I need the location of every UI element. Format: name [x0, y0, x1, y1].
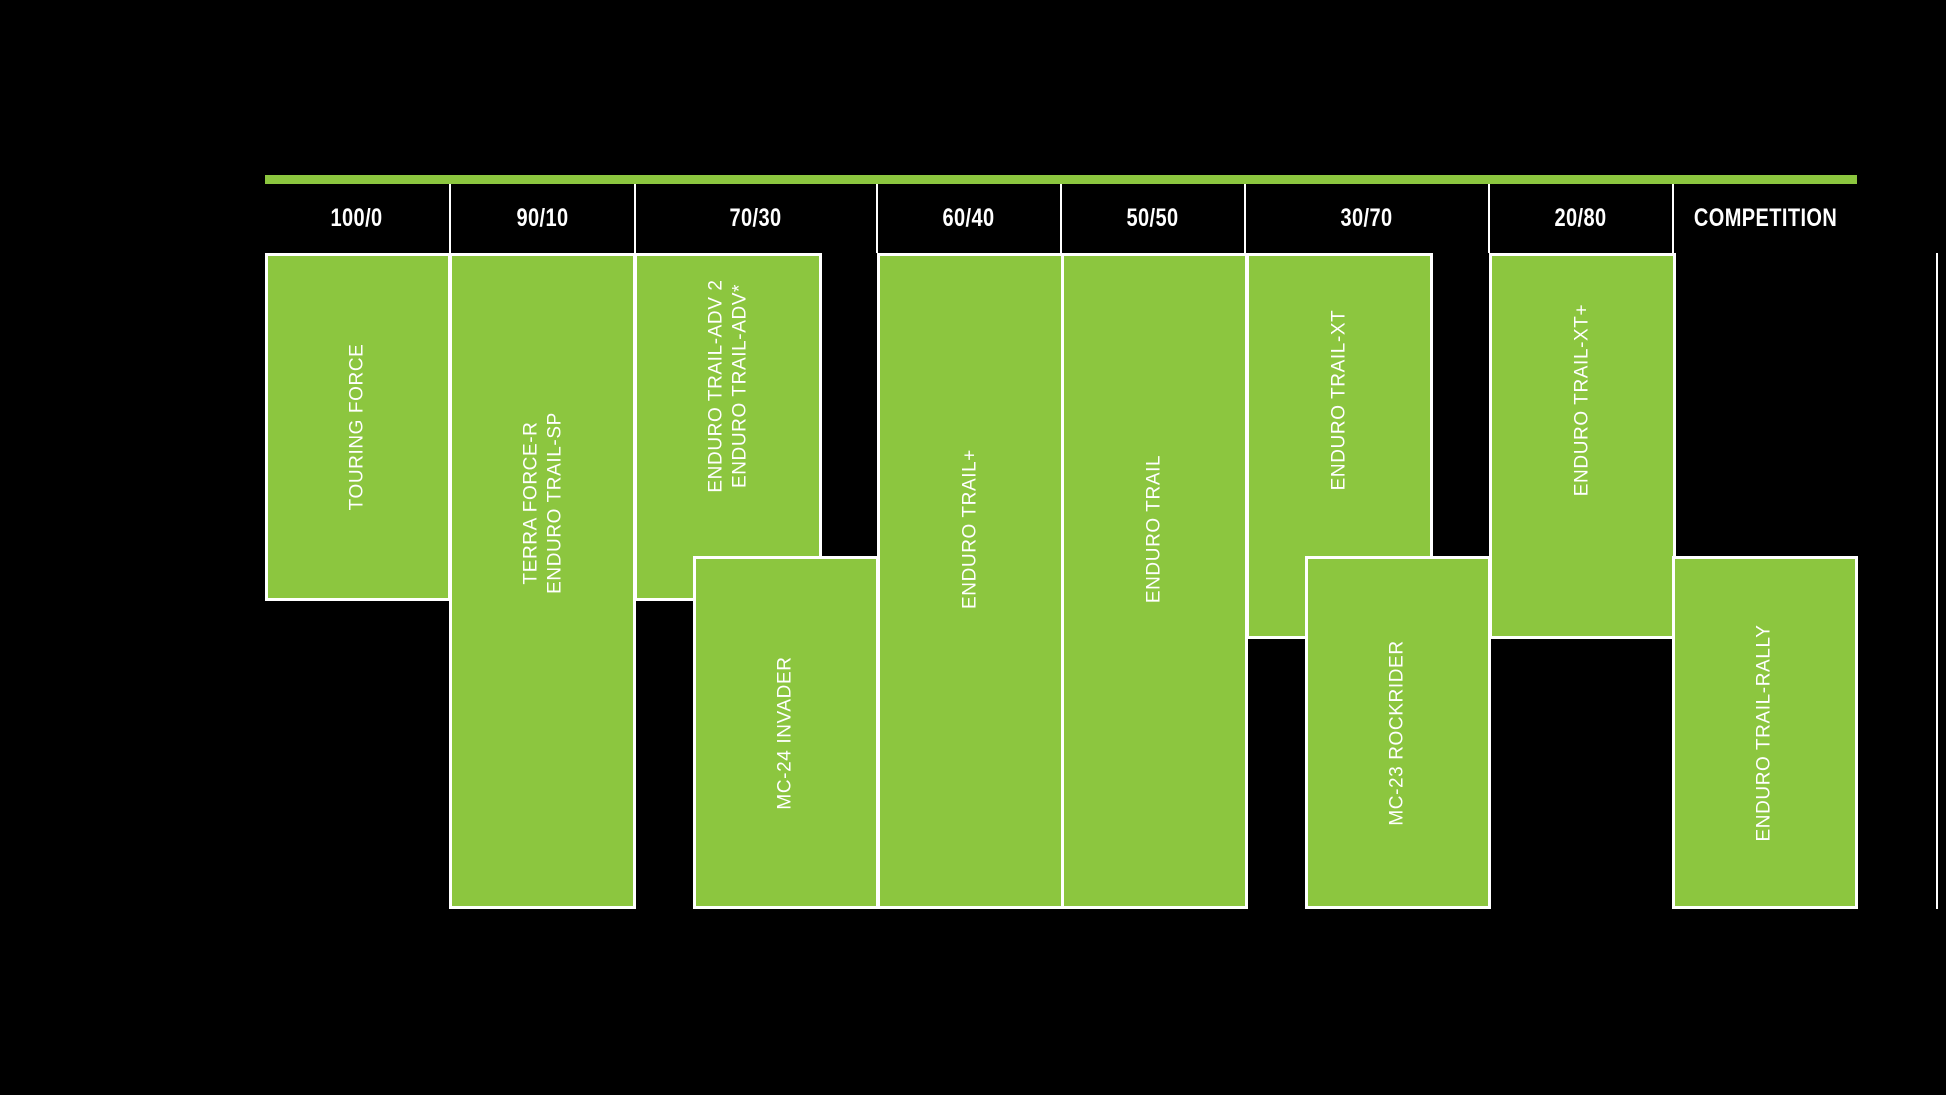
bar-label: TOURING FORCE	[346, 343, 368, 511]
header-cell-20-80[interactable]: 20/80	[1488, 184, 1672, 253]
bar-label-line1: TERRA FORCE-R	[519, 421, 541, 585]
bar-label: MC-24 INVADER	[774, 655, 796, 810]
bar-mc23-rockrider[interactable]: MC-23 ROCKRIDER	[1305, 556, 1491, 909]
header-label: 100/0	[330, 204, 384, 232]
header-label: 50/50	[1126, 204, 1180, 232]
header-cell-100-0[interactable]: 100/0	[265, 184, 449, 253]
bar-label: ENDURO TRAIL-XT	[1328, 310, 1350, 491]
category-header-row: 100/0 90/10 70/30 60/40 50/50 30/70 20/8…	[265, 184, 1857, 253]
bar-enduro-trail-xt-plus[interactable]: ENDURO TRAIL-XT+	[1489, 253, 1676, 639]
header-label: COMPETITION	[1693, 204, 1838, 232]
bar-label: ENDURO TRAIL	[1143, 454, 1165, 604]
bar-mc24-invader[interactable]: MC-24 INVADER	[693, 556, 879, 909]
header-cell-60-40[interactable]: 60/40	[876, 184, 1060, 253]
header-label: 90/10	[516, 204, 569, 232]
header-cell-competition[interactable]: COMPETITION	[1672, 184, 1857, 253]
header-cell-90-10[interactable]: 90/10	[449, 184, 634, 253]
header-label: 30/70	[1340, 204, 1394, 232]
header-label: 70/30	[729, 204, 783, 232]
bar-label: ENDURO TRAIL-RALLY	[1753, 623, 1775, 842]
bar-label: MC-23 ROCKRIDER	[1386, 639, 1408, 826]
bar-label-line1: ENDURO TRAIL-ADV 2	[705, 279, 727, 493]
bar-touring-force[interactable]: TOURING FORCE	[265, 253, 451, 601]
bar-label: ENDURO TRAIL+	[959, 448, 981, 610]
bar-label-line2: ENDURO TRAIL-ADV*	[729, 283, 750, 489]
column-divider-competition	[1936, 253, 1938, 909]
header-cell-50-50[interactable]: 50/50	[1060, 184, 1244, 253]
bar-enduro-trail-plus[interactable]: ENDURO TRAIL+	[877, 253, 1064, 909]
bar-enduro-trail[interactable]: ENDURO TRAIL	[1061, 253, 1248, 909]
header-label: 60/40	[942, 204, 996, 232]
header-cell-30-70[interactable]: 30/70	[1244, 184, 1488, 253]
bar-label: ENDURO TRAIL-XT+	[1571, 304, 1593, 497]
bar-enduro-trail-rally[interactable]: ENDURO TRAIL-RALLY	[1672, 556, 1858, 909]
bar-label-line2: ENDURO TRAIL-SP	[543, 412, 565, 594]
header-label: 20/80	[1554, 204, 1608, 232]
header-cell-70-30[interactable]: 70/30	[634, 184, 876, 253]
top-accent-bar	[265, 175, 1857, 184]
